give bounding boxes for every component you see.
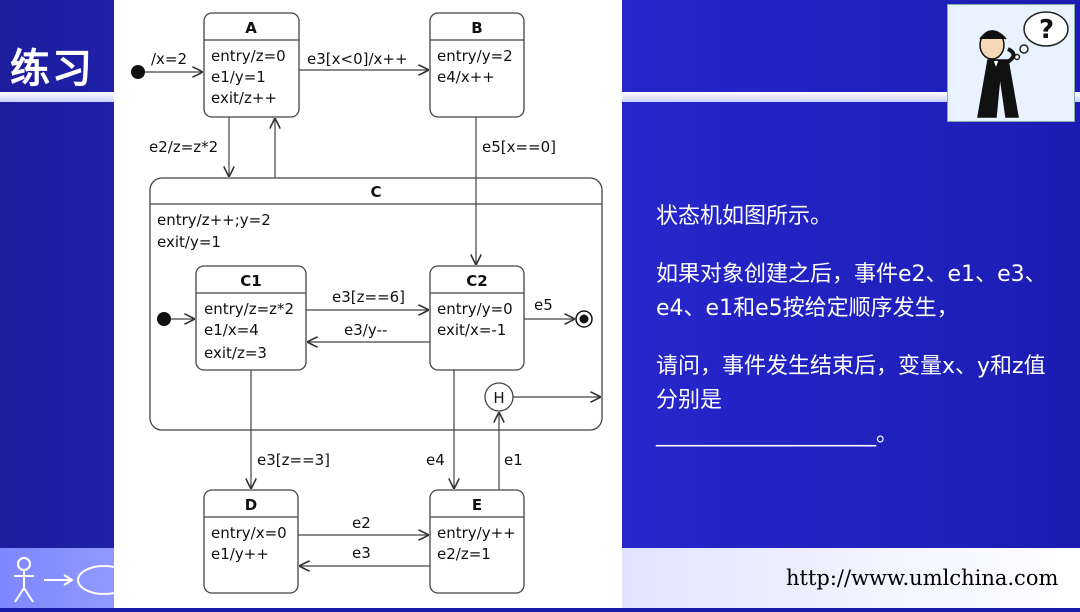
state-C1-line: exit/z=3 [204, 344, 267, 362]
state-A-line: e1/y=1 [211, 68, 266, 86]
transition-label: /x=2 [151, 50, 187, 68]
transition-label: e3[x<0]/x++ [307, 50, 408, 68]
state-C1-line: e1/x=4 [204, 321, 259, 339]
state-C-line: entry/z++;y=2 [157, 211, 271, 229]
state-E [429, 489, 525, 594]
state-C-line: exit/y=1 [157, 233, 221, 251]
state-C2 [429, 265, 525, 371]
state-C2-name: C2 [466, 272, 487, 290]
transition-label: e5 [534, 296, 553, 314]
initial-node-c [157, 312, 171, 326]
state-E-name: E [472, 496, 482, 514]
state-B-name: B [471, 19, 482, 37]
transition-label: e3[z==3] [257, 451, 330, 469]
state-B-line: e4/x++ [437, 68, 495, 86]
answer-blank: ____________________。 [656, 422, 899, 447]
history-label: H [493, 389, 504, 407]
transition-label: e5[x==0] [482, 138, 556, 156]
transition-label: e3 [352, 544, 371, 562]
website-url[interactable]: http://www.umlchina.com [786, 566, 1059, 590]
transition-label: e2 [352, 514, 371, 532]
state-C2-line: exit/x=-1 [437, 321, 506, 339]
state-D-name: D [245, 496, 257, 514]
state-A-line: exit/z++ [211, 89, 277, 107]
state-E-line: e2/z=1 [437, 545, 491, 563]
question-line: 状态机如图所示。 [656, 204, 833, 229]
state-A-name: A [245, 19, 257, 37]
transition-label: e2/z=z*2 [149, 138, 218, 156]
state-B [429, 12, 525, 118]
state-A-line: entry/z=0 [211, 47, 286, 65]
question-line: 如果对象创建之后，事件e2、e1、e3、e4、e1和e5按给定顺序发生， [656, 262, 1047, 321]
initial-node-top [131, 65, 145, 79]
transition-label: e4 [426, 451, 445, 469]
transition-label: e3/y-- [344, 321, 387, 339]
state-A [203, 12, 300, 118]
state-D [203, 489, 299, 594]
state-E-line: entry/y++ [437, 524, 516, 542]
state-C-name: C [370, 183, 381, 201]
transition-label: e3[z==6] [332, 288, 405, 306]
state-machine-diagram: A B C C1 C2 D E H entry/z=0 e1/y=1 exit/… [114, 0, 622, 608]
state-B-line: entry/y=2 [437, 47, 513, 65]
slide-title: 练习 [10, 46, 94, 92]
state-C1-line: entry/z=z*2 [204, 300, 294, 318]
question-text: 状态机如图所示。 如果对象创建之后，事件e2、e1、e3、e4、e1和e5按给定… [656, 200, 1066, 452]
svg-text:?: ? [1039, 15, 1054, 45]
state-C1-name: C1 [240, 272, 261, 290]
state-D-line: entry/x=0 [211, 524, 287, 542]
transition-label: e1 [504, 451, 523, 469]
uml-logo-icon [0, 548, 131, 608]
state-D-line: e1/y++ [211, 545, 269, 563]
question-line: 请问，事件发生结束后，变量x、y和z值分别是 [656, 354, 1046, 413]
state-C2-line: entry/y=0 [437, 300, 513, 318]
thinking-person-icon: ? [947, 4, 1075, 122]
